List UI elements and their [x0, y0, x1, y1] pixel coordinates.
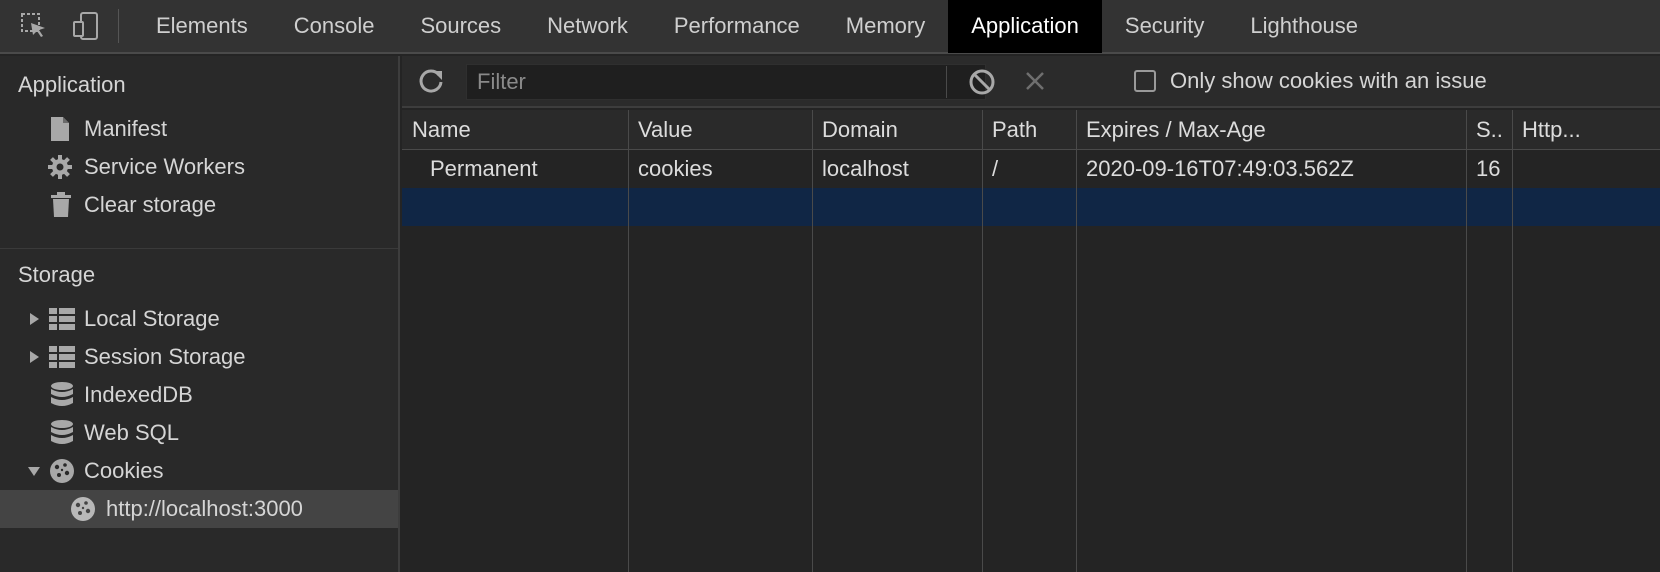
- section-title-application: Application: [18, 72, 126, 97]
- cell-name: Permanent: [430, 156, 538, 181]
- sidebar-item-label: Clear storage: [84, 192, 217, 217]
- cookies-table: Name Value Domain Path Expires / Max-Age…: [402, 110, 1660, 572]
- sidebar-item-manifest[interactable]: Manifest: [0, 110, 398, 148]
- close-icon[interactable]: [1024, 70, 1048, 94]
- tab-console[interactable]: Console: [293, 13, 375, 38]
- grid-icon: [49, 346, 84, 368]
- issue-filter-checkbox[interactable]: [1134, 70, 1156, 92]
- cell-domain: localhost: [822, 156, 909, 181]
- file-icon: [50, 116, 84, 142]
- tab-application[interactable]: Application: [948, 0, 1102, 53]
- sidebar-item-label: IndexedDB: [84, 382, 193, 407]
- cell-size: 16: [1476, 156, 1501, 181]
- database-icon: [50, 420, 84, 446]
- table-row[interactable]: Permanent cookies localhost / 2020-09-16…: [402, 150, 1660, 188]
- tab-memory[interactable]: Memory: [845, 13, 926, 38]
- devtools-tab-bar: Elements Console Sources Network Perform…: [0, 0, 1660, 54]
- gear-icon: [47, 154, 84, 180]
- section-title-storage: Storage: [18, 262, 96, 287]
- sidebar-item-label: http://localhost:3000: [106, 496, 303, 521]
- cookie-icon: [49, 458, 84, 484]
- tab-security[interactable]: Security: [1124, 13, 1205, 38]
- sidebar-divider: [0, 248, 398, 249]
- tab-performance[interactable]: Performance: [673, 13, 800, 38]
- column-divider[interactable]: [1466, 110, 1467, 572]
- column-divider[interactable]: [1512, 110, 1513, 572]
- sidebar-item-label: Manifest: [84, 116, 168, 141]
- issue-filter-label: Only show cookies with an issue: [1170, 68, 1487, 93]
- cell-path: /: [992, 156, 999, 181]
- column-header-value[interactable]: Value: [638, 117, 693, 142]
- tab-sources[interactable]: Sources: [420, 13, 502, 38]
- column-header-size[interactable]: S..: [1476, 117, 1503, 142]
- cell-expires: 2020-09-16T07:49:03.562Z: [1086, 156, 1354, 181]
- cell-httponly: [1512, 150, 1660, 188]
- toolbar-separator: [118, 9, 119, 43]
- column-header-name[interactable]: Name: [412, 117, 471, 142]
- filter-input[interactable]: Filter: [466, 64, 986, 100]
- cookie-icon: [70, 496, 106, 522]
- sidebar-item-cookies-localhost[interactable]: http://localhost:3000: [0, 490, 398, 528]
- column-header-domain[interactable]: Domain: [822, 117, 898, 142]
- sidebar-item-label: Cookies: [84, 458, 164, 483]
- table-row-new-empty[interactable]: [402, 188, 1660, 226]
- cookies-panel: Filter Only show cookies with an issue N…: [402, 56, 1660, 572]
- sidebar-item-web-sql[interactable]: Web SQL: [0, 414, 398, 452]
- cookies-toolbar: Filter Only show cookies with an issue: [402, 56, 1660, 108]
- tab-lighthouse[interactable]: Lighthouse: [1250, 13, 1359, 38]
- column-divider[interactable]: [1076, 110, 1077, 572]
- trash-icon: [50, 192, 84, 218]
- application-sidebar: Application Manifest Service Workers: [0, 56, 400, 572]
- expand-arrow-icon[interactable]: [27, 350, 41, 364]
- tab-network[interactable]: Network: [547, 13, 628, 38]
- sidebar-item-label: Service Workers: [84, 154, 245, 179]
- toolbar-separator: [946, 66, 947, 98]
- table-header: Name Value Domain Path Expires / Max-Age…: [402, 110, 1660, 150]
- inspect-icon[interactable]: [8, 0, 60, 53]
- column-header-path[interactable]: Path: [992, 117, 1038, 142]
- column-divider[interactable]: [982, 110, 983, 572]
- collapse-arrow-icon[interactable]: [27, 464, 41, 478]
- grid-icon: [49, 308, 84, 330]
- expand-arrow-icon[interactable]: [27, 312, 41, 326]
- sidebar-item-label: Session Storage: [84, 344, 246, 369]
- sidebar-item-local-storage[interactable]: Local Storage: [0, 300, 398, 338]
- column-divider[interactable]: [812, 110, 813, 572]
- sidebar-item-cookies[interactable]: Cookies: [0, 452, 398, 490]
- database-icon: [50, 382, 84, 408]
- column-header-httponly[interactable]: Http...: [1522, 117, 1581, 142]
- sidebar-item-service-workers[interactable]: Service Workers: [0, 148, 398, 186]
- block-icon[interactable]: [968, 68, 996, 96]
- sidebar-item-label: Web SQL: [84, 420, 179, 445]
- sidebar-item-clear-storage[interactable]: Clear storage: [0, 186, 398, 224]
- cell-value: cookies: [638, 156, 713, 181]
- sidebar-item-session-storage[interactable]: Session Storage: [0, 338, 398, 376]
- device-toggle-icon[interactable]: [60, 0, 112, 53]
- column-divider[interactable]: [628, 110, 629, 572]
- column-header-expires[interactable]: Expires / Max-Age: [1086, 117, 1266, 142]
- sidebar-item-indexeddb[interactable]: IndexedDB: [0, 376, 398, 414]
- refresh-icon[interactable]: [418, 68, 446, 96]
- tab-elements[interactable]: Elements: [156, 13, 248, 38]
- sidebar-item-label: Local Storage: [84, 306, 220, 331]
